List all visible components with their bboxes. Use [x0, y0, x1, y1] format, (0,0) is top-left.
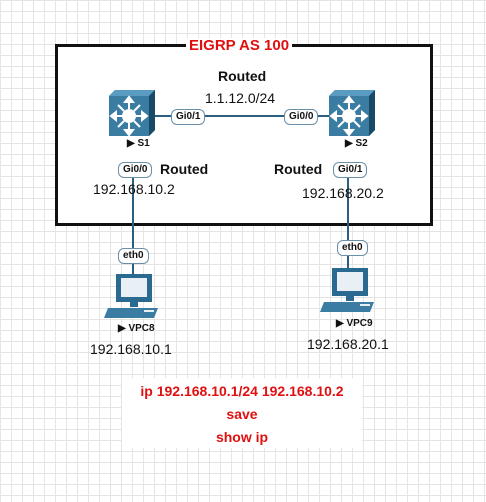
command-show-ip: show ip [215, 429, 269, 445]
command-ip: ip 192.168.10.1/24 192.168.10.2 [140, 383, 344, 399]
link-subnet-label: 1.1.12.0/24 [205, 90, 276, 106]
s2-label: ▶ S2 [345, 138, 368, 149]
command-save: save [226, 406, 258, 422]
vpc9-computer-icon[interactable] [320, 266, 378, 316]
s2-switch-icon[interactable] [327, 88, 377, 138]
s2-port-link: Gi0/0 [284, 109, 319, 125]
s1-port-link: Gi0/1 [171, 109, 206, 125]
s1-port-down: Gi0/0 [118, 162, 153, 178]
s2-name: S2 [355, 138, 368, 149]
vpc8-label: ▶ VPC8 [118, 323, 155, 334]
diagram-title: EIGRP AS 100 [186, 38, 293, 54]
link-routed-label: Routed [218, 68, 267, 84]
vpc8-port: eth0 [118, 248, 149, 264]
vpc8-name: VPC8 [128, 323, 155, 334]
commands-panel [122, 378, 362, 448]
vpc9-ip-label: 192.168.20.1 [307, 336, 389, 352]
vpc8-ip-label: 192.168.10.1 [90, 341, 172, 357]
s1-routed-label: Routed [160, 161, 209, 177]
s1-switch-icon[interactable] [107, 88, 157, 138]
s1-label: ▶ S1 [127, 138, 150, 149]
vpc8-computer-icon[interactable] [104, 272, 162, 322]
vpc9-port: eth0 [337, 240, 368, 256]
s2-ip-label: 192.168.20.2 [302, 185, 384, 201]
s2-routed-label: Routed [274, 161, 323, 177]
s1-ip-label: 192.168.10.2 [93, 181, 175, 197]
vpc9-label: ▶ VPC9 [336, 318, 373, 329]
s2-port-down: Gi0/1 [333, 162, 368, 178]
s1-name: S1 [137, 138, 150, 149]
vpc9-name: VPC9 [346, 318, 373, 329]
